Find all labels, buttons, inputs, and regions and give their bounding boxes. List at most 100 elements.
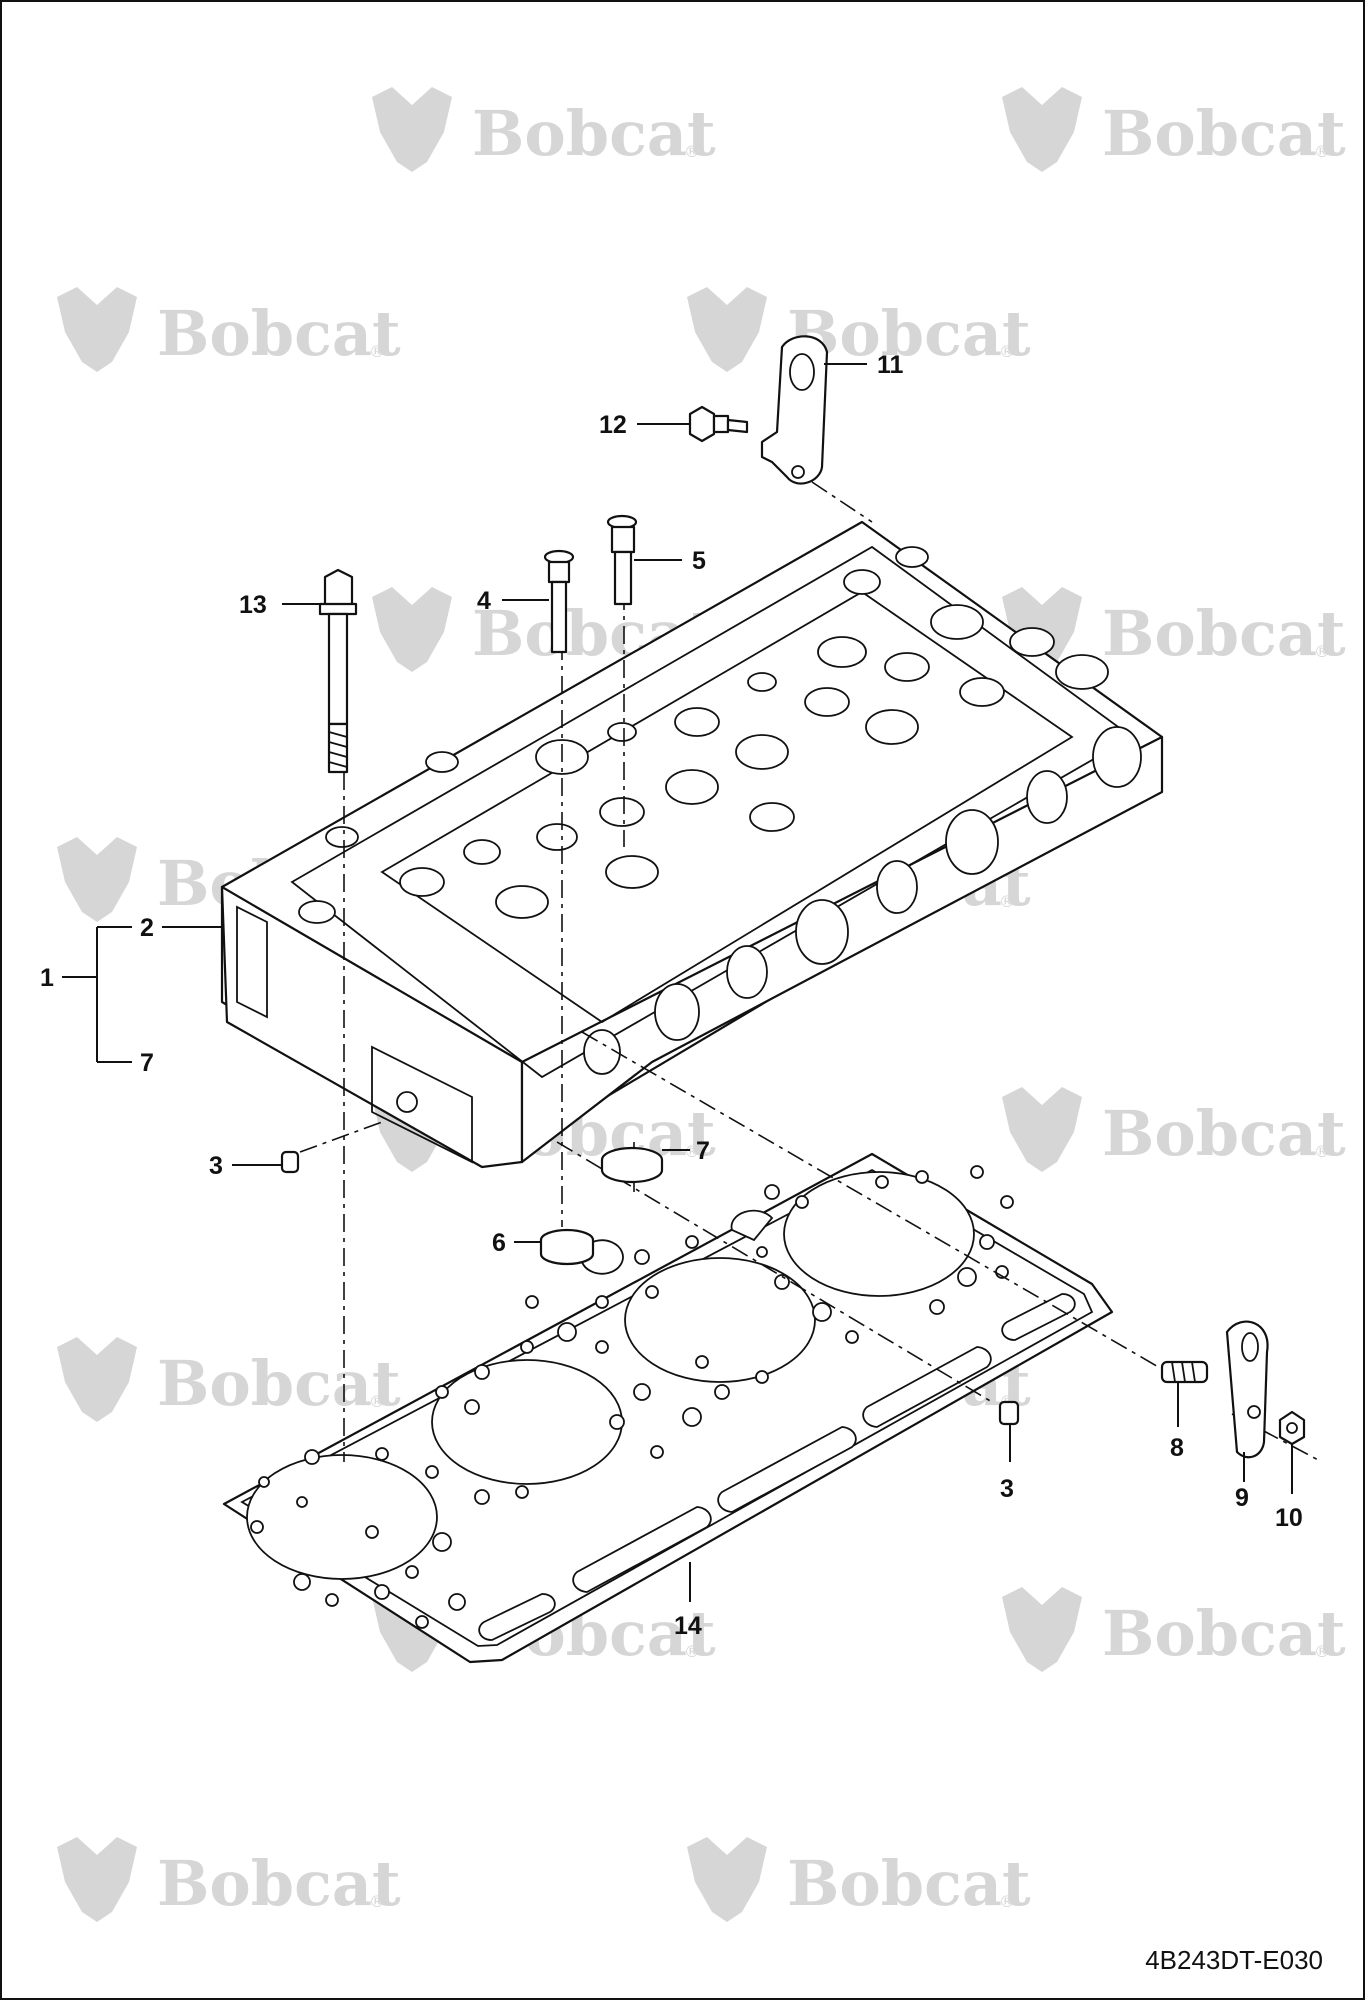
bobcat-logo-icon bbox=[57, 1337, 137, 1422]
watermark-brand-text: Bobcat bbox=[787, 1847, 1031, 1920]
gasket-small-holes bbox=[250, 1165, 1014, 1629]
gasket-hole bbox=[685, 1235, 699, 1249]
callout-13: 13 bbox=[239, 591, 267, 619]
plug-3b bbox=[998, 1400, 1020, 1426]
valve-guide-4 bbox=[543, 549, 575, 654]
gasket-hole bbox=[525, 1295, 539, 1309]
bobcat-logo-icon bbox=[1002, 87, 1082, 172]
watermark-brand-text: Bobcat bbox=[157, 1847, 401, 1920]
callout-10: 10 bbox=[1275, 1504, 1303, 1532]
callout-12: 12 bbox=[599, 411, 627, 439]
bobcat-watermark: Bobcat® bbox=[57, 287, 401, 372]
gasket-hole bbox=[774, 1274, 790, 1290]
callout-3a: 3 bbox=[209, 1152, 223, 1180]
watermark-brand-text: Bobcat bbox=[157, 1347, 401, 1420]
callout-5: 5 bbox=[692, 547, 706, 575]
gasket-hole bbox=[650, 1445, 664, 1459]
gasket-hole bbox=[304, 1449, 320, 1465]
gasket-hole bbox=[1000, 1195, 1014, 1209]
alignment-lines bbox=[299, 481, 1323, 1463]
watermark-registered-mark: ® bbox=[999, 892, 1015, 911]
bobcat-watermark: Bobcat® bbox=[1002, 1087, 1346, 1172]
watermark-brand-text: Bobcat bbox=[1102, 597, 1346, 670]
stud-8 bbox=[1160, 1360, 1209, 1384]
callout-9: 9 bbox=[1235, 1484, 1249, 1512]
callout-labels: 1 2 7 3 4 5 6 7 11 12 13 3 8 9 10 14 bbox=[40, 351, 1303, 1640]
drawing-reference-code: 4B243DT-E030 bbox=[1145, 1945, 1323, 1975]
gasket-hole bbox=[979, 1234, 995, 1250]
gasket-hole bbox=[405, 1565, 419, 1579]
leader-lines bbox=[62, 363, 1293, 1602]
watermark-registered-mark: ® bbox=[684, 1642, 700, 1661]
watermark-registered-mark: ® bbox=[369, 1392, 385, 1411]
bobcat-watermark: Bobcat® bbox=[372, 87, 716, 172]
gasket-hole bbox=[425, 1465, 439, 1479]
bobcat-watermark: Bobcat® bbox=[1002, 1587, 1346, 1672]
watermark-brand-text: Bobcat bbox=[1102, 1597, 1346, 1670]
watermark-registered-mark: ® bbox=[684, 142, 700, 161]
cylinder-head bbox=[220, 520, 1164, 1169]
bobcat-logo-icon bbox=[372, 587, 452, 672]
bobcat-logo-icon bbox=[687, 1837, 767, 1922]
bobcat-logo-icon bbox=[372, 87, 452, 172]
gasket-hole bbox=[515, 1485, 529, 1499]
watermark-registered-mark: ® bbox=[1314, 1642, 1330, 1661]
head-gasket bbox=[222, 1152, 1114, 1664]
nut-10 bbox=[1278, 1410, 1306, 1446]
gasket-hole bbox=[293, 1573, 311, 1591]
gasket-hole bbox=[764, 1184, 780, 1200]
gasket-hole bbox=[634, 1249, 650, 1265]
gasket-hole bbox=[633, 1383, 651, 1401]
watermark-brand-text: Bobcat bbox=[1102, 97, 1346, 170]
gasket-hole bbox=[374, 1584, 390, 1600]
gasket-hole bbox=[812, 1302, 832, 1322]
bobcat-logo-icon bbox=[57, 1837, 137, 1922]
watermark-registered-mark: ® bbox=[684, 1142, 700, 1161]
bobcat-logo-icon bbox=[57, 287, 137, 372]
watermark-registered-mark: ® bbox=[369, 1892, 385, 1911]
watermark-registered-mark: ® bbox=[1314, 642, 1330, 661]
gasket-hole bbox=[415, 1615, 429, 1629]
watermark-registered-mark: ® bbox=[1314, 142, 1330, 161]
bobcat-logo-icon bbox=[57, 837, 137, 922]
gasket-hole bbox=[695, 1355, 709, 1369]
watermark-brand-text: Bobcat bbox=[157, 297, 401, 370]
gasket-hole bbox=[845, 1330, 859, 1344]
gasket-hole bbox=[915, 1170, 929, 1184]
gasket-hole bbox=[957, 1267, 977, 1287]
gasket-hole bbox=[375, 1447, 389, 1461]
gasket-hole bbox=[448, 1593, 466, 1611]
gasket-hole bbox=[296, 1496, 308, 1508]
seal-6 bbox=[539, 1228, 595, 1266]
watermark-registered-mark: ® bbox=[999, 1892, 1015, 1911]
watermark-brand-text: Bobcat bbox=[472, 97, 716, 170]
gasket-hole bbox=[474, 1489, 490, 1505]
bolt-12 bbox=[688, 405, 749, 443]
gasket-hole bbox=[609, 1414, 625, 1430]
gasket-hole bbox=[929, 1299, 945, 1315]
gasket-hole bbox=[645, 1285, 659, 1299]
callout-4: 4 bbox=[477, 587, 491, 615]
engine-hanger-11 bbox=[760, 335, 829, 485]
watermark-brand-text: Bobcat bbox=[1102, 1097, 1346, 1170]
callout-2: 2 bbox=[140, 914, 154, 942]
gasket-hole bbox=[365, 1525, 379, 1539]
gasket-hole bbox=[325, 1593, 339, 1607]
gasket-hole bbox=[595, 1295, 609, 1309]
seal-7 bbox=[600, 1146, 664, 1184]
gasket-hole bbox=[432, 1532, 452, 1552]
plug-3a bbox=[280, 1150, 300, 1174]
gasket-hole bbox=[258, 1476, 270, 1488]
gasket-hole bbox=[595, 1340, 609, 1354]
gasket-hole bbox=[756, 1246, 768, 1258]
gasket-hole bbox=[250, 1520, 264, 1534]
bobcat-logo-icon bbox=[687, 287, 767, 372]
gasket-hole bbox=[435, 1385, 449, 1399]
bobcat-watermark: Bobcat® bbox=[687, 287, 1031, 372]
watermark-registered-mark: ® bbox=[1314, 1142, 1330, 1161]
bobcat-logo-icon bbox=[1002, 1587, 1082, 1672]
gasket-hole bbox=[464, 1399, 480, 1415]
gasket-hole bbox=[795, 1195, 809, 1209]
callout-1: 1 bbox=[40, 964, 54, 992]
